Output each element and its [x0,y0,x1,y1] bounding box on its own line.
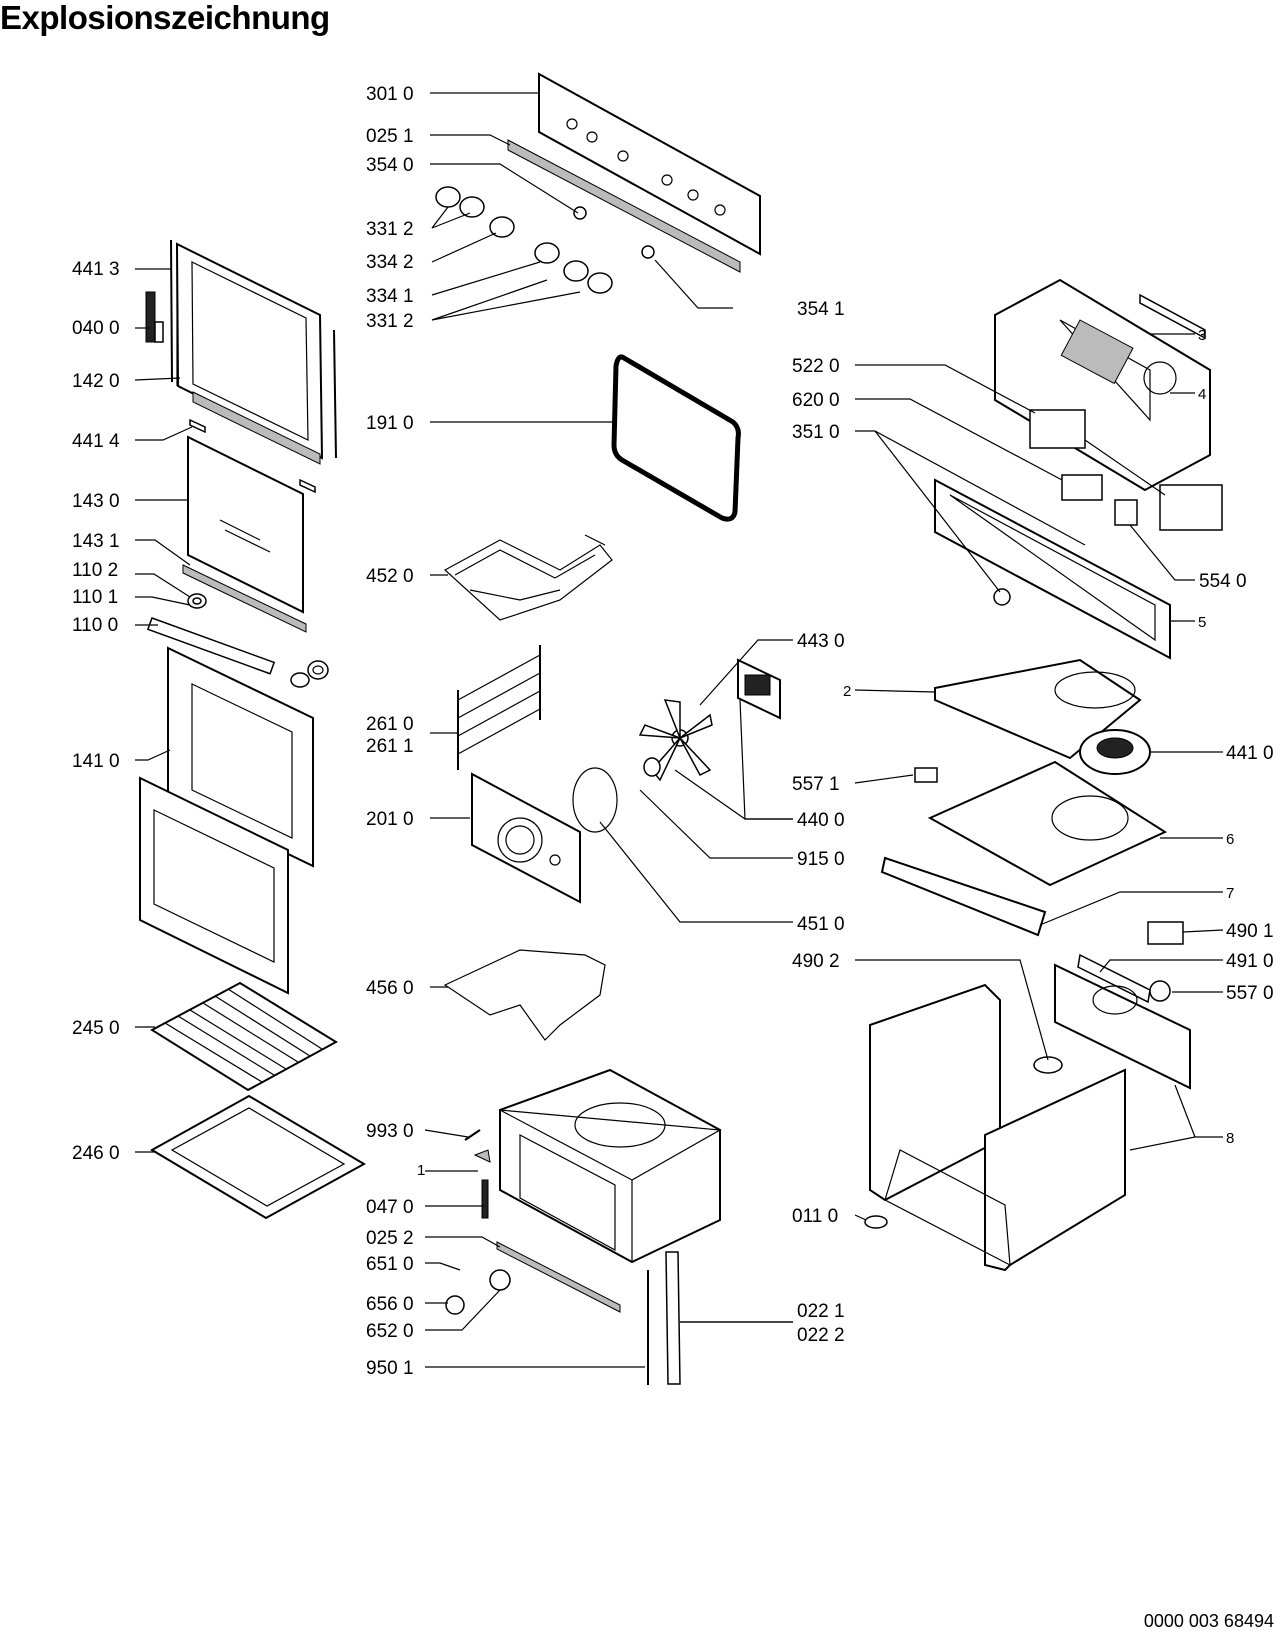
hinge-part [145,291,164,343]
callout-label: 456 0 [366,978,414,999]
callout-label: 443 0 [797,631,845,652]
callout-label: 025 2 [366,1228,414,1249]
inner-glass-part [187,435,304,614]
upper-plate-part [934,658,1142,760]
callout-label: 334 1 [366,286,414,307]
callout-label: 491 0 [1226,951,1274,972]
callout-label: 557 1 [792,774,840,795]
callout-label: 261 0 [366,714,414,735]
switch-block-parts [1029,409,1223,531]
oven-cavity-part [499,1068,722,1264]
callout-label: 993 0 [366,1121,414,1142]
control-bracket-part [934,478,1171,660]
callout-label: 441 0 [1226,743,1274,764]
callout-label: 040 0 [72,318,120,339]
callout-label: 490 1 [1226,921,1274,942]
callout-label: 620 0 [792,390,840,411]
callout-label: 440 0 [797,810,845,831]
callout-label: 110 2 [72,560,118,581]
cooling-fan-part [1079,729,1151,775]
callout-label: 354 1 [797,299,845,320]
panel-rail-part [507,139,741,273]
callout-label: 047 0 [366,1197,414,1218]
callout-label: 201 0 [366,809,414,830]
callout-label: 191 0 [366,413,414,434]
callout-label: 490 2 [792,951,840,972]
callout-label: 3 [1198,327,1206,344]
oven-rack-part [150,981,338,1092]
callout-labels: 301 0 025 1 354 0 331 2 334 2 334 1 331 … [72,84,1274,1379]
grill-element-part [443,534,613,621]
hinge-pin-assembly [146,593,329,688]
terminal-parts [1077,921,1184,1004]
callout-label: 142 0 [72,371,120,392]
callout-label: 451 0 [797,914,845,935]
callout-label: 656 0 [366,1294,414,1315]
foot-part [864,1215,888,1229]
fan-blade-part [638,699,713,782]
small-fittings [445,1129,681,1385]
callout-label: 652 0 [366,1321,414,1342]
callout-label: 143 1 [72,531,120,552]
door-frame-part [170,239,337,460]
callout-label: 441 3 [72,259,120,280]
outer-door-part [139,646,314,995]
callout-label: 334 2 [366,252,414,273]
callout-label: 6 [1226,831,1234,848]
fan-ring-part [572,767,618,833]
outer-housing-part [869,963,1191,1272]
callout-label: 143 0 [72,491,120,512]
callout-label: 554 0 [1199,571,1247,592]
door-seal-strip [189,391,321,494]
callout-label: 331 2 [366,311,414,332]
callout-label: 331 2 [366,219,414,240]
fan-motor-part [737,658,781,720]
callout-label: 651 0 [366,1254,414,1275]
control-panel-part [538,72,761,256]
callout-label: 557 0 [1226,983,1274,1004]
callout-label: 141 0 [72,751,120,772]
callout-label: 2 [843,683,851,700]
callout-label: 1 [417,1162,425,1179]
callout-label: 452 0 [366,566,414,587]
side-rack-part [457,645,541,770]
glass-holder-strip [182,564,307,633]
door-gasket-part [611,354,741,522]
leader-lines [134,92,1224,1368]
callout-label: 915 0 [797,849,845,870]
callout-label: 261 1 [366,736,414,757]
callout-label: 351 0 [792,422,840,443]
document-number: 0000 003 68494 [1143,1611,1274,1631]
callout-label: 245 0 [72,1018,120,1039]
callout-label: 354 0 [366,155,414,176]
callout-label: 246 0 [72,1143,120,1164]
callout-label: 950 1 [366,1358,414,1379]
callout-label: 5 [1198,614,1206,631]
callout-label: 301 0 [366,84,414,105]
bottom-element-part [443,949,606,1041]
callout-label: 022 2 [797,1325,845,1346]
callout-label: 025 1 [366,126,414,147]
page-title: Explosionszeichnung [0,0,330,36]
callout-label: 441 4 [72,431,120,452]
callout-label: 022 1 [797,1301,845,1322]
callout-label: 522 0 [792,356,840,377]
callout-label: 7 [1226,885,1234,902]
callout-label: 4 [1198,386,1206,403]
callout-label: 8 [1226,1130,1234,1147]
callout-label: 110 0 [72,615,118,636]
fan-cover-part [471,772,581,904]
callout-label: 110 1 [72,587,118,608]
thermostat-part [914,767,938,783]
callout-label: 011 0 [792,1206,838,1227]
baking-tray-part [149,1094,367,1220]
front-strip-part [880,856,1047,937]
control-knobs [435,186,655,294]
top-cover-part [994,278,1211,492]
middle-plate-part [927,760,1168,887]
